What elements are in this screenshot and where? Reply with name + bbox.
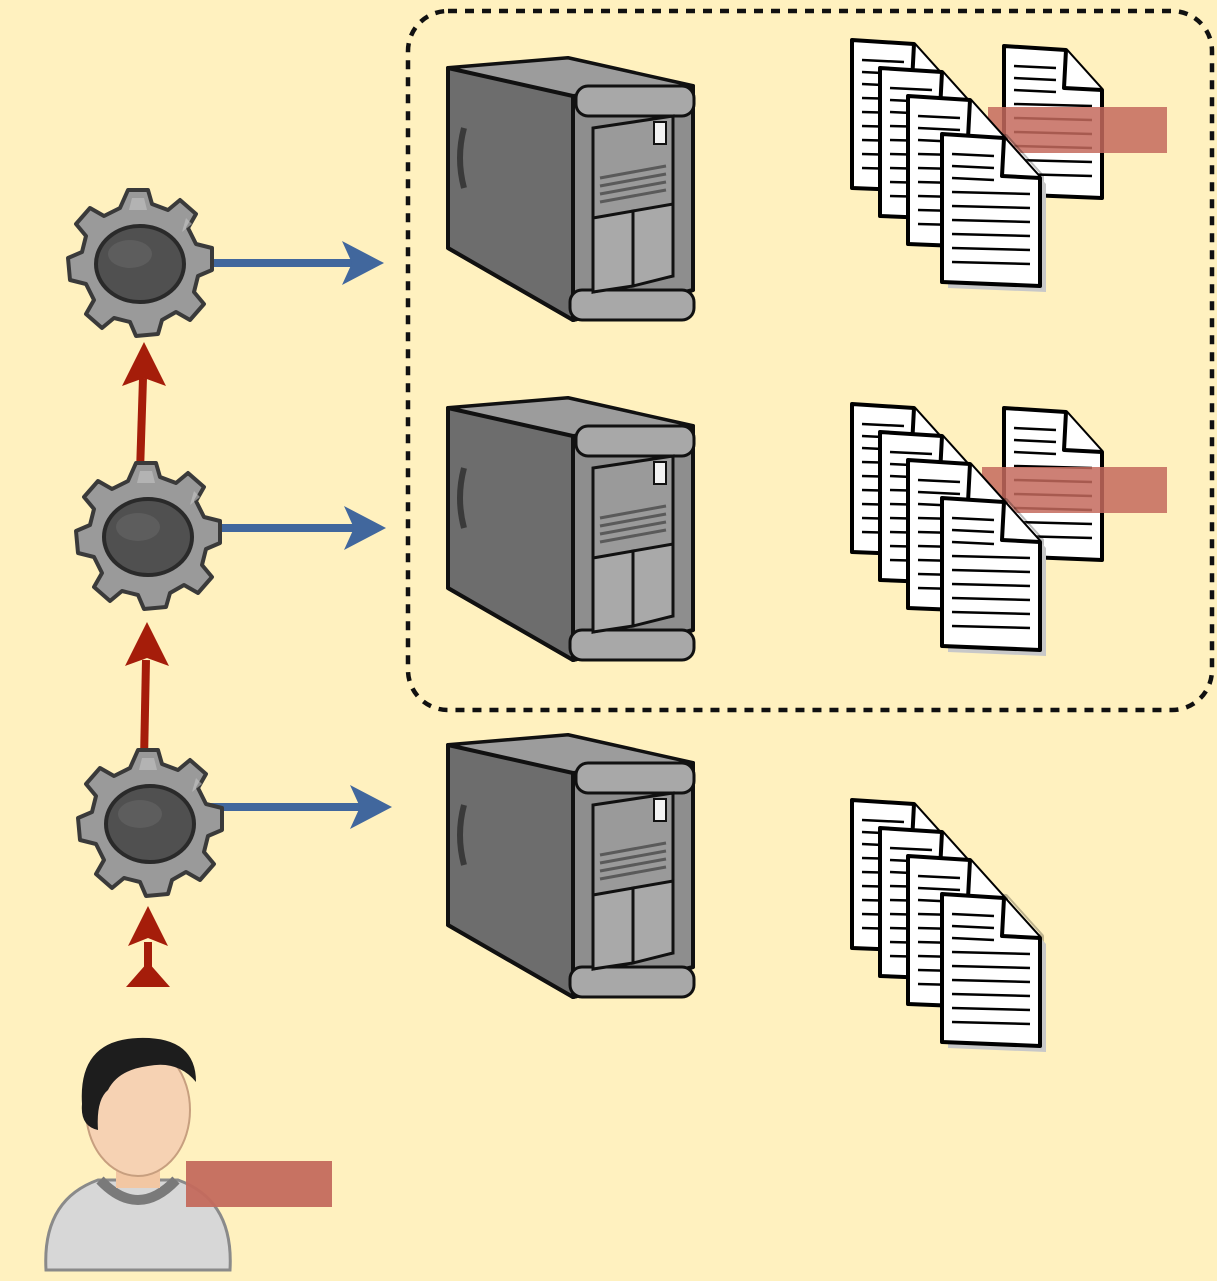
arrow-user-to-gear-3 <box>126 906 170 987</box>
arrow-gear-1-to-server-1 <box>200 241 384 285</box>
server-tower-icon <box>448 735 694 997</box>
document-stack-icon <box>852 40 1167 292</box>
server-tower-icon <box>448 58 694 320</box>
document-stack-icon <box>852 800 1046 1052</box>
user-avatar-icon <box>46 1038 231 1270</box>
redaction-bar <box>988 107 1167 153</box>
redaction-bar <box>186 1161 332 1207</box>
gear-icon <box>66 188 214 338</box>
arrow-gear-2-to-server-2 <box>210 506 386 550</box>
arrow-gear-3-to-server-3 <box>210 785 392 829</box>
arrow-gear-2-to-gear-1 <box>122 342 166 473</box>
document-stack-icon <box>852 404 1167 656</box>
server-tower-icon <box>448 398 694 660</box>
group-boundary <box>405 8 1215 713</box>
arrow-gear-3-to-gear-2 <box>125 622 169 761</box>
gear-icon <box>74 461 222 611</box>
gear-icon <box>76 748 224 898</box>
